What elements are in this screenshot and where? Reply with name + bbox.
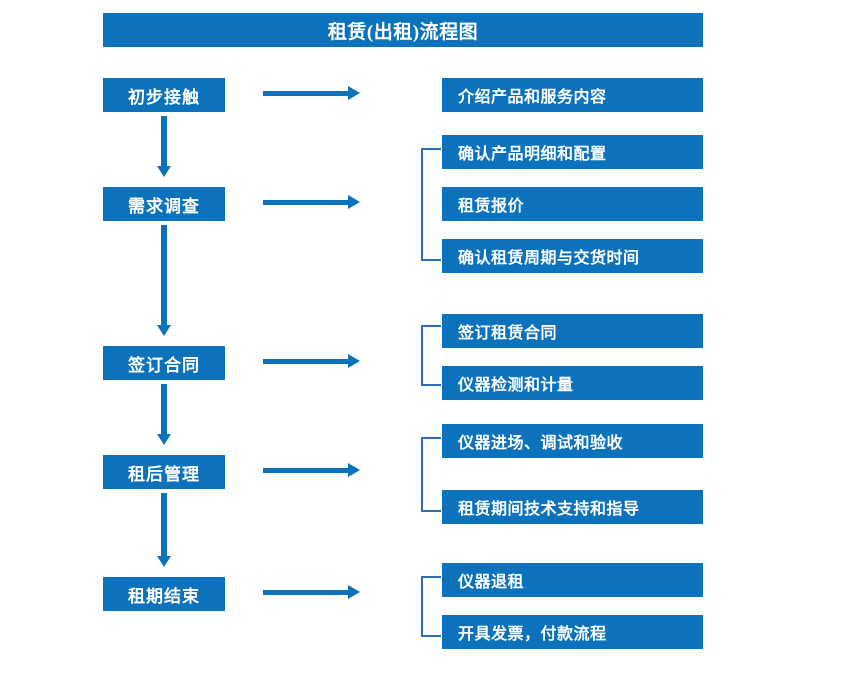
arrow-head — [157, 325, 171, 336]
detail-box-4-2[interactable]: 租赁期间技术支持和指导 — [442, 490, 703, 524]
arrow-shaft — [263, 91, 349, 96]
stage-box-5[interactable]: 租期结束 — [103, 577, 225, 611]
arrow-head — [157, 434, 171, 445]
arrow-head — [157, 556, 171, 567]
arrow-head — [348, 585, 360, 599]
stage-box-1[interactable]: 初步接触 — [103, 78, 225, 112]
stage-box-2[interactable]: 需求调查 — [103, 187, 225, 221]
arrow-head — [348, 354, 360, 368]
arrow-down-2 — [157, 225, 171, 336]
detail-box-5-2[interactable]: 开具发票，付款流程 — [442, 615, 703, 649]
arrow-head — [348, 463, 360, 477]
group-bracket-2 — [421, 148, 441, 261]
group-bracket-4 — [421, 437, 441, 512]
arrow-shaft — [161, 384, 167, 434]
arrow-right-1 — [263, 86, 360, 100]
arrow-down-4 — [157, 493, 171, 567]
arrow-right-2 — [263, 195, 360, 209]
arrow-down-3 — [157, 384, 171, 445]
detail-box-2-3[interactable]: 确认租赁周期与交货时间 — [442, 239, 703, 273]
stage-box-3[interactable]: 签订合同 — [103, 346, 225, 380]
arrow-shaft — [161, 116, 167, 166]
arrow-shaft — [263, 468, 349, 473]
detail-box-1-1[interactable]: 介绍产品和服务内容 — [442, 78, 703, 112]
arrow-head — [157, 166, 171, 177]
arrow-shaft — [263, 359, 349, 364]
group-bracket-5 — [421, 576, 441, 637]
arrow-shaft — [263, 590, 349, 595]
arrow-shaft — [161, 225, 167, 325]
arrow-shaft — [161, 493, 167, 556]
detail-box-4-1[interactable]: 仪器进场、调试和验收 — [442, 424, 703, 458]
arrow-right-4 — [263, 463, 360, 477]
arrow-shaft — [263, 200, 349, 205]
group-bracket-3 — [421, 325, 441, 386]
detail-box-3-1[interactable]: 签订租赁合同 — [442, 314, 703, 348]
detail-box-2-1[interactable]: 确认产品明细和配置 — [442, 135, 703, 169]
arrow-right-5 — [263, 585, 360, 599]
stage-box-4[interactable]: 租后管理 — [103, 455, 225, 489]
arrow-head — [348, 195, 360, 209]
arrow-right-3 — [263, 354, 360, 368]
detail-box-3-2[interactable]: 仪器检测和计量 — [442, 366, 703, 400]
detail-box-5-1[interactable]: 仪器退租 — [442, 563, 703, 597]
diagram-title: 租赁(出租)流程图 — [103, 13, 703, 47]
arrow-head — [348, 86, 360, 100]
arrow-down-1 — [157, 116, 171, 177]
detail-box-2-2[interactable]: 租赁报价 — [442, 187, 703, 221]
